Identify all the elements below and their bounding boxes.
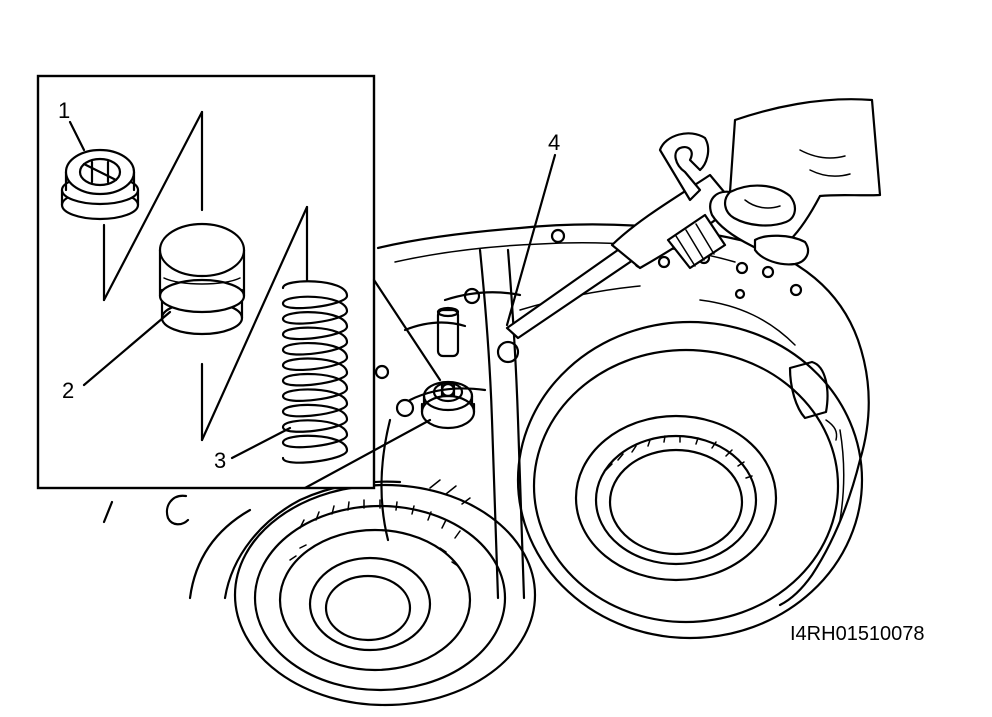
- part-2-piston: [158, 222, 246, 336]
- callout-4: 4: [548, 130, 560, 155]
- callout-1: 1: [58, 98, 70, 123]
- callout-2: 2: [62, 378, 74, 403]
- inset-panel: [36, 74, 442, 490]
- explosion-lines: [102, 110, 309, 442]
- figure-code: I4RH01510078: [790, 623, 925, 645]
- air-gun: [505, 132, 737, 340]
- case-fragments: [102, 494, 190, 526]
- part-1-check-ball: [60, 148, 140, 221]
- clutch-drum: [188, 479, 537, 707]
- output-bore: [516, 320, 864, 640]
- part-3-spring: [281, 280, 349, 464]
- check-ball-installed: [420, 380, 476, 430]
- hand: [709, 98, 882, 266]
- leader-lines: [68, 120, 557, 460]
- callout-3: 3: [214, 448, 226, 473]
